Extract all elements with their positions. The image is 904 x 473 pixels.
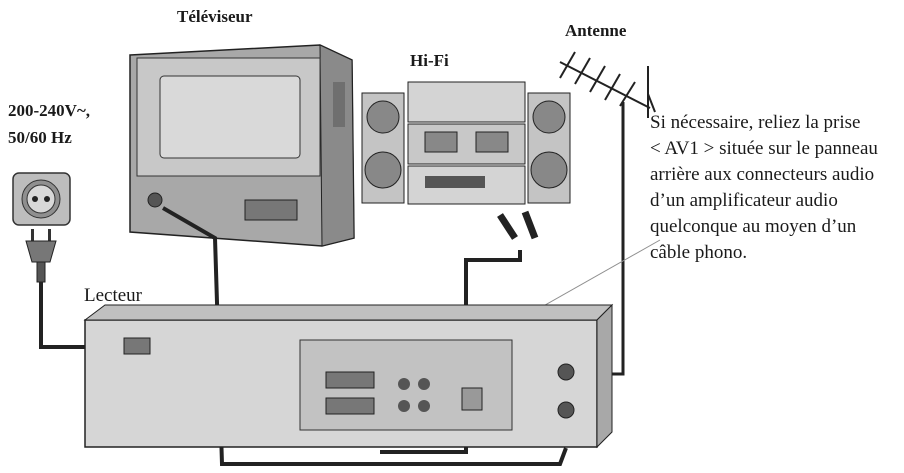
player-label: Lecteur bbox=[84, 285, 143, 306]
power-socket bbox=[12, 172, 71, 226]
tv-label: Téléviseur bbox=[177, 7, 253, 26]
note-line: câble phono. bbox=[650, 242, 748, 263]
note-line: < AV1 > située sur le panneau bbox=[650, 138, 878, 159]
power-voltage: 200-240V~, bbox=[8, 101, 91, 120]
television bbox=[129, 44, 355, 247]
power-label: 200-240V~, 50/60 Hz bbox=[8, 97, 90, 151]
note-line: quelconque au moyen d’un bbox=[650, 216, 857, 237]
note-line: arrière aux connecteurs audio bbox=[650, 164, 875, 185]
note-line: Si nécessaire, reliez la prise bbox=[650, 112, 861, 133]
hifi-label: Hi-Fi bbox=[410, 51, 449, 70]
rca-plugs bbox=[497, 210, 539, 240]
hifi-audio-cable bbox=[380, 250, 522, 454]
power-plug bbox=[25, 229, 57, 283]
hifi-system bbox=[361, 81, 571, 205]
note-line: d’un amplificateur audio bbox=[650, 190, 838, 211]
antenna bbox=[559, 51, 656, 118]
player-unit bbox=[83, 303, 614, 449]
power-frequency: 50/60 Hz bbox=[8, 128, 72, 147]
tv-scart-cable bbox=[162, 206, 568, 466]
note-text: Si nécessaire, reliez la prise < AV1 > s… bbox=[650, 110, 878, 266]
antenna-label: Antenne bbox=[565, 21, 627, 40]
